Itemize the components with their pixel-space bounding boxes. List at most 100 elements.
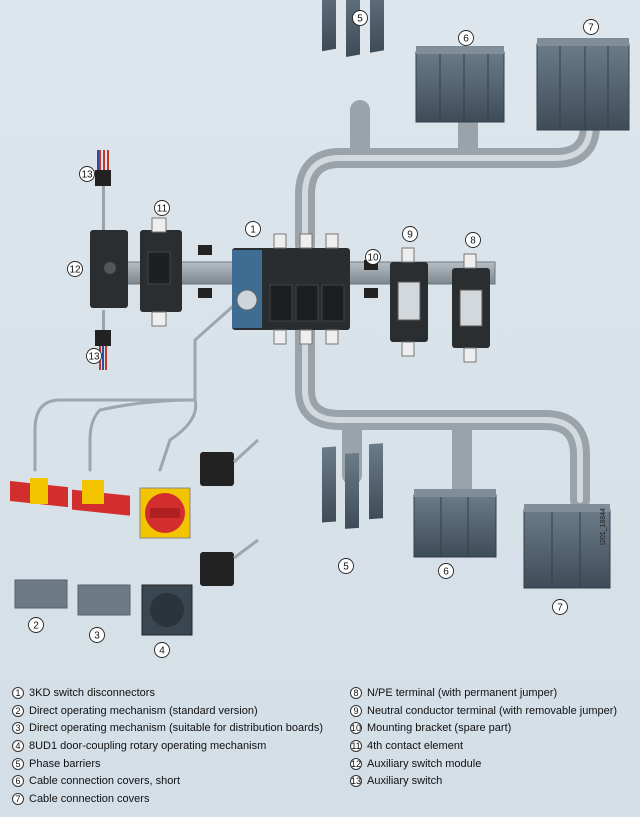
callout-circle (365, 249, 381, 265)
legend-number: 5 (12, 757, 24, 770)
legend-item: 9 Neutral conductor terminal (with remova… (350, 702, 617, 720)
callout-number: 1 (250, 225, 256, 236)
auxiliary-switch-top (95, 150, 111, 231)
callout-13: 13 (86, 348, 102, 364)
door-coupling-rotary-mechanism (139, 438, 260, 636)
legend-item: 13 Auxiliary switch (350, 772, 617, 790)
callout-2: 2 (28, 617, 44, 633)
callout-1: 1 (245, 221, 261, 237)
callout-number: 11 (157, 204, 168, 215)
legend-text: Auxiliary switch (367, 775, 443, 788)
callout-circle (458, 30, 474, 46)
callout-3: 3 (89, 627, 105, 643)
callout-number: 7 (557, 603, 563, 614)
legend-number: 6 (12, 775, 24, 788)
cable-covers-short-top (415, 46, 505, 123)
callout-circle (86, 348, 102, 364)
legend-item: 1 3KD switch disconnectors (12, 684, 323, 702)
legend-number: 3 (12, 722, 24, 735)
callout-circle (28, 617, 44, 633)
callout-circle (89, 627, 105, 643)
legend-text: Neutral conductor terminal (with removab… (367, 704, 618, 717)
phase-barriers-bottom (322, 443, 383, 529)
callout-circle (465, 232, 481, 248)
callout-5: 5 (338, 558, 354, 574)
callout-5: 5 (352, 10, 368, 26)
auxiliary-switch-module (90, 230, 128, 308)
callout-4: 4 (154, 642, 170, 658)
fourth-contact-element (140, 217, 182, 327)
legend-text: Direct operating mechanism (suitable for… (29, 722, 324, 735)
callout-12: 12 (67, 261, 83, 277)
legend-number: 12 (350, 757, 362, 770)
npe-terminal (452, 253, 490, 363)
callout-number: 6 (463, 34, 469, 45)
callout-7: 7 (552, 599, 568, 615)
callout-number: 6 (443, 567, 449, 578)
callout-circle (79, 166, 95, 182)
callout-6: 6 (458, 30, 474, 46)
callout-11: 11 (154, 200, 170, 216)
legend-item: 5 Phase barriers (12, 755, 323, 773)
legend-number: 8 (350, 686, 362, 699)
legend-number: 7 (12, 792, 24, 805)
legend-text: 3KD switch disconnectors (29, 686, 155, 699)
legend-item: 4 8UD1 door-coupling rotary operating mec… (12, 737, 323, 755)
callout-number: 12 (69, 265, 81, 276)
legend-text: 8UD1 door-coupling rotary operating mech… (29, 739, 267, 752)
callout-10: 10 (365, 249, 381, 265)
callout-circle (438, 563, 454, 579)
callout-number: 10 (367, 253, 379, 264)
callout-number: 7 (588, 23, 594, 34)
callout-9: 9 (402, 226, 418, 242)
callout-circle (338, 558, 354, 574)
callout-circle (402, 226, 418, 242)
legend-text: 4th contact element (367, 739, 464, 752)
direct-operating-mechanism-distribution (72, 480, 131, 616)
legend-text: Mounting bracket (spare part) (367, 722, 512, 735)
legend-text: Cable connection covers, short (29, 775, 181, 788)
neutral-conductor-terminal (390, 247, 428, 357)
legend-text: Direct operating mechanism (standard ver… (29, 704, 258, 717)
legend-item: 3 Direct operating mechanism (suitable fo… (12, 719, 323, 737)
callout-6: 6 (438, 563, 454, 579)
cable-covers-short-bottom (413, 489, 497, 558)
legend-number: 11 (350, 739, 362, 752)
legend-number: 4 (12, 739, 24, 752)
cable-covers-top (536, 38, 630, 131)
callout-number: 8 (470, 236, 476, 247)
callout-number: 5 (343, 562, 349, 573)
shaft-wires (33, 298, 242, 472)
legend-number: 9 (350, 704, 362, 717)
callout-circle (352, 10, 368, 26)
mounting-brackets (198, 245, 378, 298)
callout-circle (583, 19, 599, 35)
callout-number: 2 (33, 621, 39, 632)
cable-covers-bottom (523, 504, 611, 589)
document-id: I201_18844 (600, 508, 607, 545)
legend-number: 13 (350, 775, 362, 788)
callout-number: 13 (88, 352, 100, 363)
callout-circle (67, 261, 83, 277)
direct-operating-mechanism-standard (10, 478, 68, 609)
callout-circle (154, 200, 170, 216)
callout-8: 8 (465, 232, 481, 248)
legend-text: Phase barriers (29, 757, 101, 770)
switch-disconnector (232, 233, 350, 345)
callout-13: 13 (79, 166, 95, 182)
callout-number: 5 (357, 14, 363, 25)
legend-number: 1 (12, 686, 24, 699)
legend-text: Cable connection covers (29, 792, 150, 805)
upper-connection-tube-highlight (302, 107, 593, 248)
callout-number: 9 (407, 230, 413, 241)
callout-number: 13 (81, 170, 93, 181)
